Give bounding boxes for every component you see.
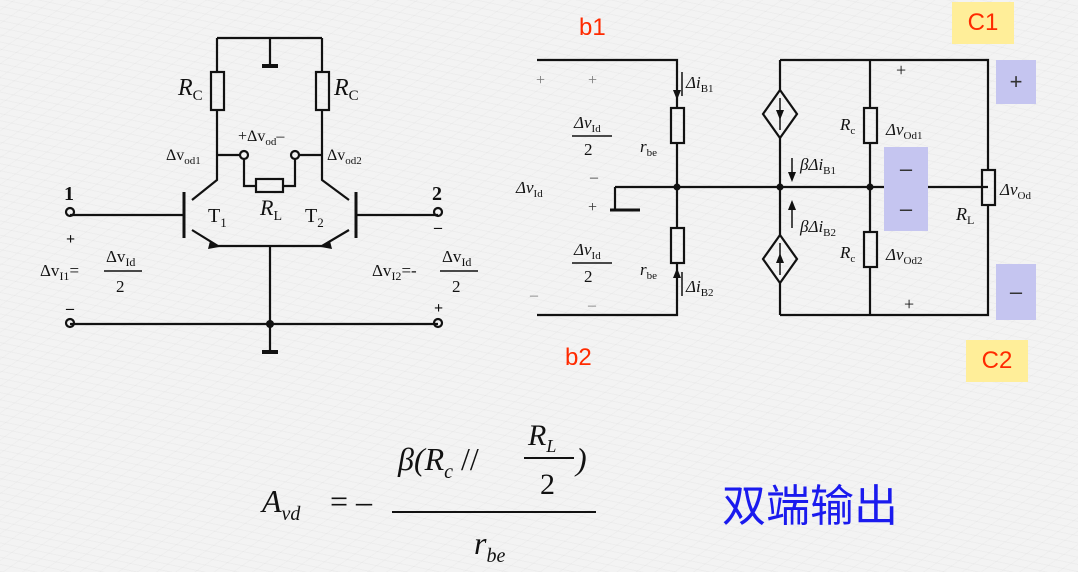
ib2-label: ΔiB2 xyxy=(685,277,714,299)
b1-plus-left: + xyxy=(536,72,545,89)
half-top-den: 2 xyxy=(584,140,593,159)
vi2-label: ΔvI2=- xyxy=(372,261,417,283)
vod2-label: Δvod2 xyxy=(327,147,362,167)
b2-minus-left: – xyxy=(529,287,539,304)
mid-minus-top: – xyxy=(899,156,913,181)
t1-label: T1 xyxy=(208,205,227,230)
rl-label: RL xyxy=(259,195,282,224)
formula-numerator: β(Rc // xyxy=(397,441,479,483)
vi1-label: ΔvI1= xyxy=(40,261,79,283)
current-arrow-shafts xyxy=(681,72,793,296)
formula-eq: = – xyxy=(330,483,373,519)
left-circuit xyxy=(64,36,444,354)
formula-rl: RL xyxy=(527,419,556,456)
node-1-plus: + xyxy=(66,231,75,248)
b1-plus-right: + xyxy=(588,72,597,89)
beta-ib2-label: βΔiB2 xyxy=(799,217,836,239)
rc-top-label: Rc xyxy=(839,115,855,137)
emitter-arrow-t1 xyxy=(208,241,219,249)
rc-bottom-label: Rc xyxy=(839,243,855,265)
emitter-arrow-t2 xyxy=(321,241,332,249)
t2-label: T2 xyxy=(305,205,324,230)
vid-plus: + xyxy=(588,199,597,216)
gain-formula: Avd = – β(Rc // RL 2 ) rbe xyxy=(260,419,596,567)
output-mode-note: 双端输出 xyxy=(722,481,898,532)
node-1-label: 1 xyxy=(64,183,74,205)
node-2-minus: – xyxy=(433,219,443,236)
vi1-frac-den: 2 xyxy=(116,277,125,296)
node-3-minus: – xyxy=(65,300,75,317)
c2-node-plus: + xyxy=(904,294,914,314)
vid-minus: – xyxy=(589,169,599,186)
half-top-num: ΔvId xyxy=(573,113,601,135)
node-2-label: 2 xyxy=(432,183,442,205)
formula-lhs: Avd xyxy=(260,483,301,525)
vid-label: ΔvId xyxy=(515,178,543,200)
rbe-top-label: rbe xyxy=(640,137,657,159)
c1-plus-box: + xyxy=(996,60,1036,104)
vod-right-label: ΔvOd xyxy=(999,180,1031,202)
c1-node-plus: + xyxy=(896,60,906,80)
half-bottom-num: ΔvId xyxy=(573,240,601,262)
formula-two: 2 xyxy=(540,468,555,501)
rc-left-label: RC xyxy=(177,75,203,104)
vod1-label: Δvod1 xyxy=(166,147,201,167)
b1-tag: b1 xyxy=(579,14,606,41)
half-bottom-den: 2 xyxy=(584,267,593,286)
vi2-frac-num: ΔvId xyxy=(442,247,471,269)
rl-right-label: RL xyxy=(955,204,974,227)
vi2-frac-den: 2 xyxy=(452,277,461,296)
vod2-right-label: ΔvOd2 xyxy=(885,245,922,267)
vod-label: +Δvod– xyxy=(238,128,285,148)
rbe-bottom-label: rbe xyxy=(640,260,657,282)
formula-denominator: rbe xyxy=(474,525,505,567)
formula-close: ) xyxy=(574,441,587,477)
junction-dot xyxy=(266,320,274,328)
vod1-right-label: ΔvOd1 xyxy=(885,120,922,142)
beta-ib1-label: βΔiB1 xyxy=(799,155,836,177)
vi1-frac-num: ΔvId xyxy=(106,247,135,269)
node-4-plus: + xyxy=(434,300,443,317)
mid-minus-box: –– xyxy=(884,147,928,231)
rc-right-label: RC xyxy=(333,75,359,104)
mid-minus-bottom: – xyxy=(899,196,913,221)
c2-tag: C2 xyxy=(966,340,1028,382)
b2-minus-right: – xyxy=(587,297,597,314)
c1-tag: C1 xyxy=(952,2,1014,44)
c2-minus-box: – xyxy=(996,264,1036,320)
ib1-label: ΔiB1 xyxy=(685,73,714,95)
b2-tag: b2 xyxy=(565,344,592,371)
